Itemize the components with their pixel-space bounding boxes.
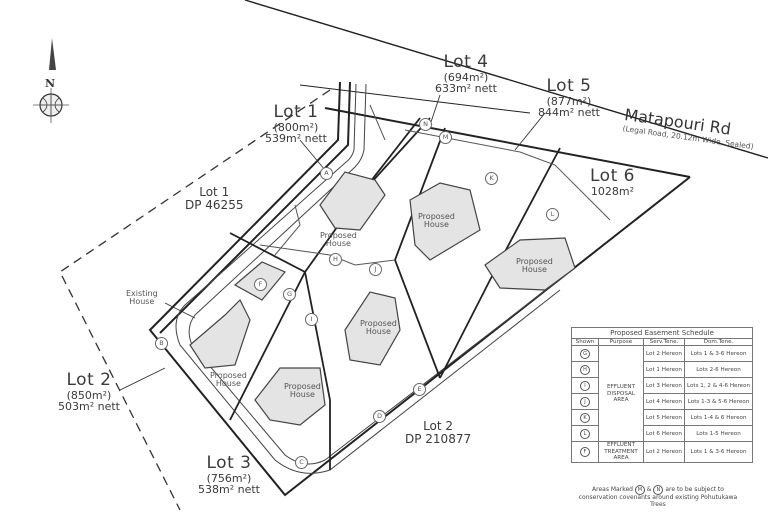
covenant-note: Areas Marked M & N are to be subject to … xyxy=(578,485,738,508)
neighbour-lot-1-label: Lot 1 DP 46255 xyxy=(185,185,244,212)
schedule-title: Proposed Easement Schedule xyxy=(570,326,754,340)
lot-2-label: Lot 2 (850m²) 503m² nett xyxy=(58,370,120,414)
house-footprints xyxy=(189,171,576,426)
table-row: G EFFLUENT DISPOSAL AREA Lot 2 Hereon Lo… xyxy=(571,345,754,443)
neighbour-boundary xyxy=(59,89,331,511)
easement-marker-b: B xyxy=(155,337,168,350)
easement-marker-e: E xyxy=(413,383,426,396)
header-purpose: Purpose xyxy=(598,338,644,347)
marker-icon: L xyxy=(580,428,590,439)
purpose-cell: EFFLUENT TREATMENT AREA xyxy=(598,441,644,463)
easement-marker-n: N xyxy=(419,118,432,131)
compass-north-label: N xyxy=(45,77,56,90)
easement-marker-k: K xyxy=(485,172,498,185)
easement-marker-d: D xyxy=(373,410,386,423)
header-dom: Dom.Tene. xyxy=(683,338,754,347)
road-boundary xyxy=(244,0,768,178)
easement-marker-c: C xyxy=(295,456,308,469)
marker-icon: H xyxy=(580,364,590,375)
easement-schedule-table: Proposed Easement Schedule Shown Purpose… xyxy=(570,326,754,463)
lot-1-label: Lot 1 (800m²) 539m² nett xyxy=(265,102,327,146)
lot-5-label: Lot 5 (877m²) 844m² nett xyxy=(538,76,600,120)
easement-marker-j: J xyxy=(369,263,382,276)
easement-marker-l: L xyxy=(546,208,559,221)
lot-3-label: Lot 3 (756m²) 538m² nett xyxy=(198,453,260,497)
marker-icon: K xyxy=(580,412,590,423)
easement-marker-f: F xyxy=(254,278,267,291)
easement-marker-i: I xyxy=(305,313,318,326)
purpose-cell: EFFLUENT DISPOSAL AREA xyxy=(598,345,644,443)
easement-marker-a: A xyxy=(320,167,333,180)
easement-marker-g: G xyxy=(283,288,296,301)
header-serv: Serv.Tene. xyxy=(643,338,685,347)
compass-rose-icon xyxy=(33,38,69,123)
easement-marker-m: M xyxy=(439,131,452,144)
neighbour-lot-2-label: Lot 2 DP 210877 xyxy=(405,419,472,446)
lot-4-label: Lot 4 (694m²) 633m² nett xyxy=(435,52,497,96)
marker-icon: G xyxy=(580,348,590,359)
marker-icon: J xyxy=(580,396,590,407)
lot-6-label: Lot 6 1028m² xyxy=(590,166,635,198)
header-shown: Shown xyxy=(571,338,599,347)
existing-house-label: Existing House xyxy=(126,289,158,307)
marker-icon: F xyxy=(580,447,590,458)
marker-icon: I xyxy=(580,380,590,391)
easement-marker-h: H xyxy=(329,253,342,266)
